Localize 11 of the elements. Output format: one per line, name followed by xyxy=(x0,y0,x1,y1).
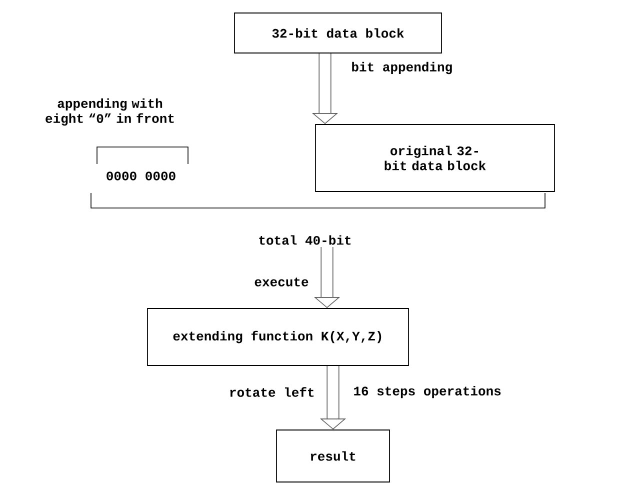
label-text: 0000 0000 xyxy=(106,172,176,180)
label-text: appending with eight “0” in front xyxy=(46,98,174,126)
process-box: extending function K(X,Y,Z) xyxy=(147,308,409,366)
edge-label: execute xyxy=(254,278,308,286)
process-box: result xyxy=(276,430,390,482)
edge-label: rotate left xyxy=(230,387,314,397)
process-box: 32-bit data block xyxy=(234,12,442,54)
edge-label: bit appending xyxy=(352,62,452,74)
node-text: total 40-bit xyxy=(259,235,351,245)
label-text: 16 steps operations xyxy=(354,386,501,398)
process-box: original 32-bit data block xyxy=(315,124,555,192)
